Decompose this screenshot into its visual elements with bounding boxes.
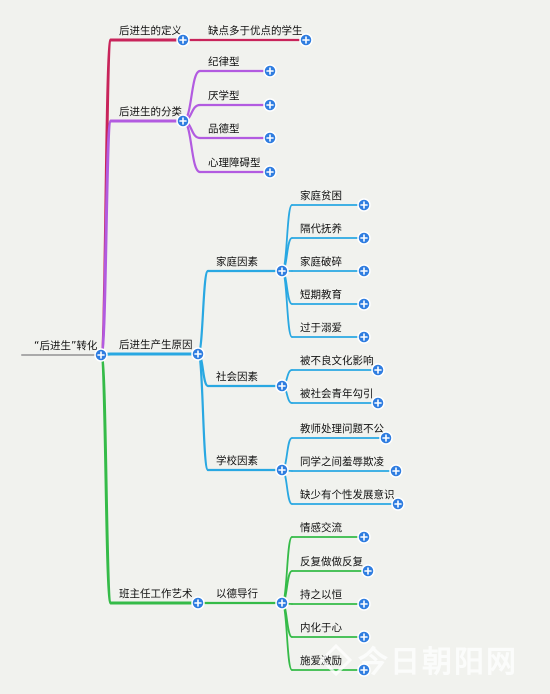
sub-label: 以德导行 [216,587,258,600]
root-toggle[interactable] [94,348,108,362]
leaf-label: 过于溺爱 [300,321,342,334]
sub-toggle[interactable] [275,379,289,393]
root-label: “后进生”转化 [34,339,98,352]
leaf-toggle[interactable] [391,497,405,511]
sub-toggle[interactable] [263,64,277,78]
leaf-label: 同学之间羞辱欺凌 [300,455,384,468]
plus-icon [266,134,274,142]
sub-connector [196,269,210,356]
plus-icon [392,467,400,475]
plus-icon [179,117,187,125]
plus-icon [382,434,390,442]
leaf-toggle[interactable] [357,264,371,278]
plus-icon [364,567,372,575]
plus-icon [374,399,382,407]
leaf-toggle[interactable] [357,630,371,644]
sub-toggle[interactable] [275,264,289,278]
watermark-text: 今日朝阳网 [358,645,518,680]
leaf-label: 情感交流 [300,521,342,534]
watermark: 今日朝阳网 [319,643,518,680]
branch-label: 后进生的分类 [119,105,182,118]
leaf-toggle[interactable] [371,396,385,410]
leaf-toggle[interactable] [379,431,393,445]
sub-label: 厌学型 [208,89,240,102]
leaf-toggle[interactable] [361,564,375,578]
plus-icon [374,366,382,374]
branch-toggle[interactable] [191,347,205,361]
plus-icon [278,599,286,607]
branch-label: 后进生产生原因 [119,338,193,351]
sub-toggle[interactable] [263,165,277,179]
leaf-label: 缺少有个性发展意识 [300,488,395,501]
sub-label: 品德型 [208,122,240,135]
sub-label: 纪律型 [208,55,240,68]
plus-icon [97,351,105,359]
plus-icon [278,267,286,275]
leaf-toggle[interactable] [357,597,371,611]
sub-label: 家庭因素 [216,255,258,268]
watermark-logo-icon [319,643,353,677]
leaf-label: 隔代抚养 [300,222,342,235]
leaf-toggle[interactable] [357,297,371,311]
plus-icon [360,201,368,209]
sub-toggle[interactable] [275,596,289,610]
sub-toggle[interactable] [275,463,289,477]
leaf-connector [281,536,293,604]
plus-icon [266,67,274,75]
sub-label: 缺点多于优点的学生 [208,24,303,37]
branch-toggle[interactable] [176,33,190,47]
plus-icon [278,466,286,474]
leaf-toggle[interactable] [357,330,371,344]
sub-toggle[interactable] [263,98,277,112]
leaf-label: 教师处理问题不公 [300,422,384,435]
plus-icon [360,300,368,308]
plus-icon [394,500,402,508]
leaf-label: 被不良文化影响 [300,354,374,367]
leaf-toggle[interactable] [357,198,371,212]
leaf-label: 反复做做反复 [300,555,363,568]
leaf-toggle[interactable] [371,363,385,377]
sub-label: 学校因素 [216,454,258,467]
leaf-toggle[interactable] [357,663,371,677]
leaf-toggle[interactable] [357,231,371,245]
plus-icon [179,36,187,44]
plus-icon [360,666,368,674]
plus-icon [266,168,274,176]
sub-toggle[interactable] [299,33,313,47]
plus-icon [360,234,368,242]
branch-toggle[interactable] [191,596,205,610]
plus-icon [360,267,368,275]
branch-connector [99,119,113,357]
leaf-label: 短期教育 [300,288,342,301]
plus-icon [266,101,274,109]
leaf-toggle[interactable] [357,530,371,544]
plus-icon [194,599,202,607]
leaf-label: 持之以恒 [300,588,342,601]
leaf-toggle[interactable] [389,464,403,478]
sub-label: 心理障碍型 [208,156,261,169]
sub-label: 社会因素 [216,370,258,383]
plus-icon [278,382,286,390]
plus-icon [302,36,310,44]
sub-toggle[interactable] [263,131,277,145]
plus-icon [360,533,368,541]
branch-label: 班主任工作艺术 [119,587,193,600]
branch-connector [99,353,113,605]
leaf-label: 内化于心 [300,621,342,634]
leaf-label: 家庭破碎 [300,255,342,268]
plus-icon [360,333,368,341]
branch-toggle[interactable] [176,114,190,128]
leaf-label: 被社会青年勾引 [300,387,374,400]
branch-label: 后进生的定义 [119,24,182,37]
plus-icon [360,633,368,641]
plus-icon [194,350,202,358]
plus-icon [360,600,368,608]
leaf-label: 家庭贫困 [300,189,342,202]
